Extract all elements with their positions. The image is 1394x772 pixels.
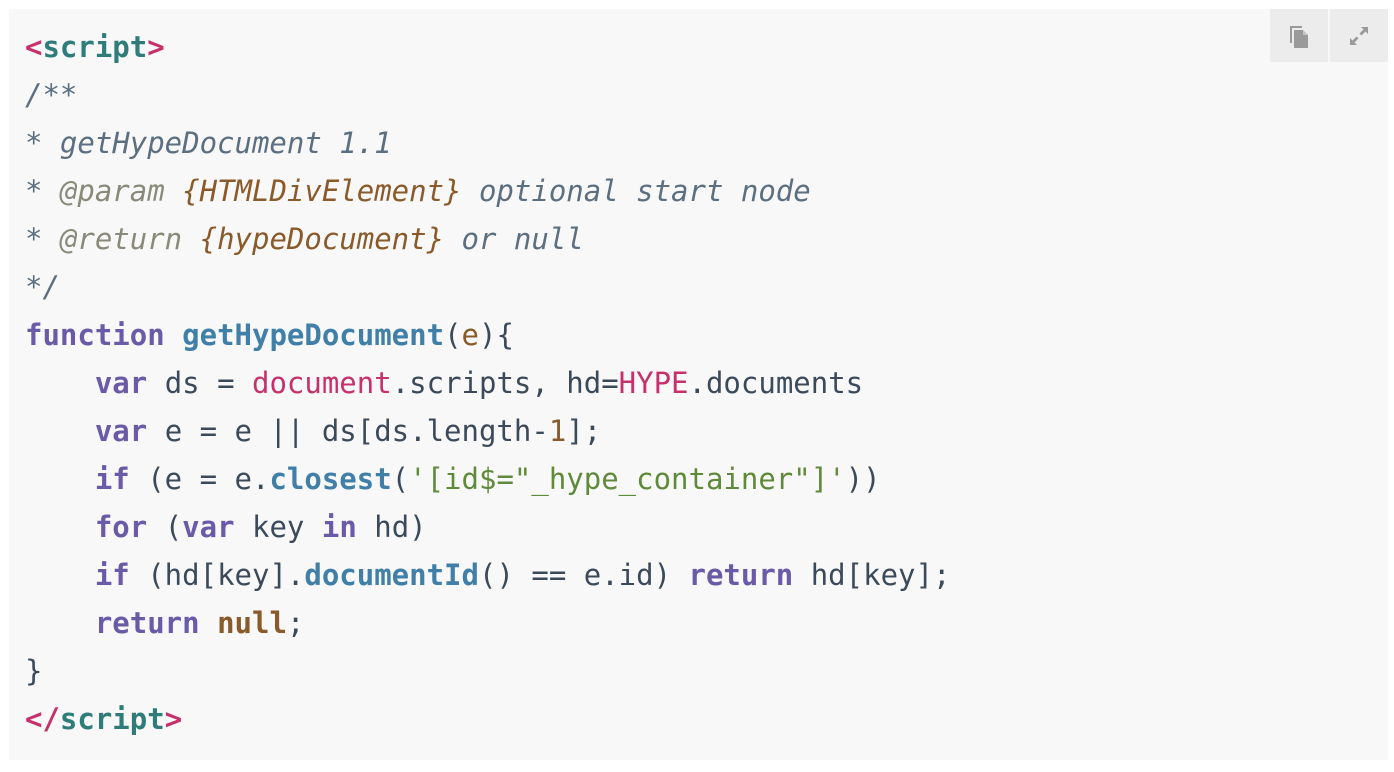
- code-token-comment: *: [25, 222, 60, 256]
- code-token-keyword: var: [182, 510, 235, 544]
- code-token-plain: }: [25, 654, 43, 688]
- code-token-plain: [25, 510, 95, 544]
- code-line: var ds = document.scripts, hd=HYPE.docum…: [25, 359, 950, 407]
- code-token-tag: script: [59, 702, 165, 736]
- code-token-plain: [200, 606, 217, 640]
- code-token-plain: hd[key];: [793, 558, 951, 592]
- code-line: * @param {HTMLDivElement} optional start…: [25, 167, 950, 215]
- expand-button[interactable]: [1330, 9, 1388, 62]
- code-line: * @return {hypeDocument} or null: [25, 215, 950, 263]
- code-token-fn: getHypeDocument: [182, 318, 445, 352]
- code-token-keyword: for: [94, 510, 148, 544]
- code-token-plain: ;: [286, 606, 305, 640]
- code-line: }: [25, 647, 950, 695]
- code-token-comment: /**: [25, 78, 78, 112]
- code-token-type: {HTMLDivElement}: [182, 174, 462, 208]
- code-token-plain: .scripts, hd=: [391, 366, 619, 400]
- code-token-plain: [25, 366, 95, 400]
- code-token-param: e: [461, 318, 479, 352]
- code-token-builtin: HYPE: [618, 366, 689, 400]
- code-token-keyword: var: [94, 414, 148, 448]
- code-token-comment: * getHypeDocument 1.1: [25, 126, 392, 160]
- code-line: </script>: [25, 695, 950, 743]
- code-token-plain: ){: [479, 318, 514, 352]
- code-token-punct: </: [25, 702, 60, 736]
- code-line: <script>: [25, 23, 950, 71]
- code-token-method: documentId: [304, 558, 479, 592]
- code-token-plain: [25, 606, 95, 640]
- code-token-type: {hypeDocument}: [199, 222, 445, 256]
- copy-button[interactable]: [1270, 9, 1328, 62]
- copy-icon: [1287, 23, 1311, 49]
- code-token-comment: optional start node: [461, 174, 811, 208]
- code-token-doctag: @param: [59, 174, 165, 208]
- code-token-keyword: in: [321, 510, 357, 544]
- code-token-number: 1: [548, 414, 567, 448]
- code-token-comment: *: [25, 174, 60, 208]
- code-line: for (var key in hd): [25, 503, 950, 551]
- code-token-literal: null: [217, 606, 287, 640]
- code-token-plain: )): [845, 462, 881, 496]
- code-token-plain: hd): [356, 510, 427, 544]
- code-toolbar: [1270, 9, 1388, 62]
- code-token-punct: >: [147, 30, 165, 64]
- code-token-plain: .documents: [688, 366, 864, 400]
- code-line: */: [25, 263, 950, 311]
- code-content: <script>/*** getHypeDocument 1.1* @param…: [25, 23, 950, 743]
- code-token-keyword: return: [94, 606, 200, 640]
- code-token-plain: [25, 462, 95, 496]
- code-token-plain: (: [147, 510, 183, 544]
- code-token-plain: [165, 318, 182, 352]
- code-token-plain: [25, 414, 95, 448]
- code-token-plain: (hd[key].: [129, 558, 305, 592]
- code-line: function getHypeDocument(e){: [25, 311, 950, 359]
- code-token-keyword: if: [94, 558, 130, 592]
- code-token-plain: () == e.id): [478, 558, 689, 592]
- code-token-plain: (e = e.: [129, 462, 270, 496]
- code-token-comment: or null: [444, 222, 584, 256]
- code-token-plain: ];: [566, 414, 602, 448]
- code-line: var e = e || ds[ds.length-1];: [25, 407, 950, 455]
- code-line: if (e = e.closest('[id$="_hype_container…: [25, 455, 950, 503]
- code-token-plain: (: [391, 462, 410, 496]
- code-token-plain: e = e || ds[ds.length-: [147, 414, 549, 448]
- code-token-doctag: @return: [59, 222, 183, 256]
- code-line: * getHypeDocument 1.1: [25, 119, 950, 167]
- code-token-keyword: return: [688, 558, 794, 592]
- code-line: return null;: [25, 599, 950, 647]
- code-token-tag: script: [42, 30, 148, 64]
- code-line: /**: [25, 71, 950, 119]
- code-token-punct: >: [164, 702, 183, 736]
- code-token-comment: [182, 222, 199, 256]
- code-token-punct: <: [25, 30, 43, 64]
- code-block: <script>/*** getHypeDocument 1.1* @param…: [9, 9, 1388, 760]
- code-token-plain: [25, 558, 95, 592]
- code-token-comment: */: [25, 270, 60, 304]
- code-token-plain: key: [234, 510, 322, 544]
- code-token-plain: (: [444, 318, 462, 352]
- code-token-string: '[id$="_hype_container"]': [409, 462, 846, 496]
- code-token-method: closest: [269, 462, 392, 496]
- code-token-plain: ds =: [147, 366, 252, 400]
- code-line: if (hd[key].documentId() == e.id) return…: [25, 551, 951, 599]
- code-token-keyword: if: [94, 462, 130, 496]
- code-token-comment: [165, 174, 182, 208]
- code-token-keyword: var: [94, 366, 148, 400]
- expand-icon: [1347, 24, 1371, 48]
- code-token-builtin: document: [252, 366, 392, 400]
- code-token-keyword: function: [25, 318, 165, 352]
